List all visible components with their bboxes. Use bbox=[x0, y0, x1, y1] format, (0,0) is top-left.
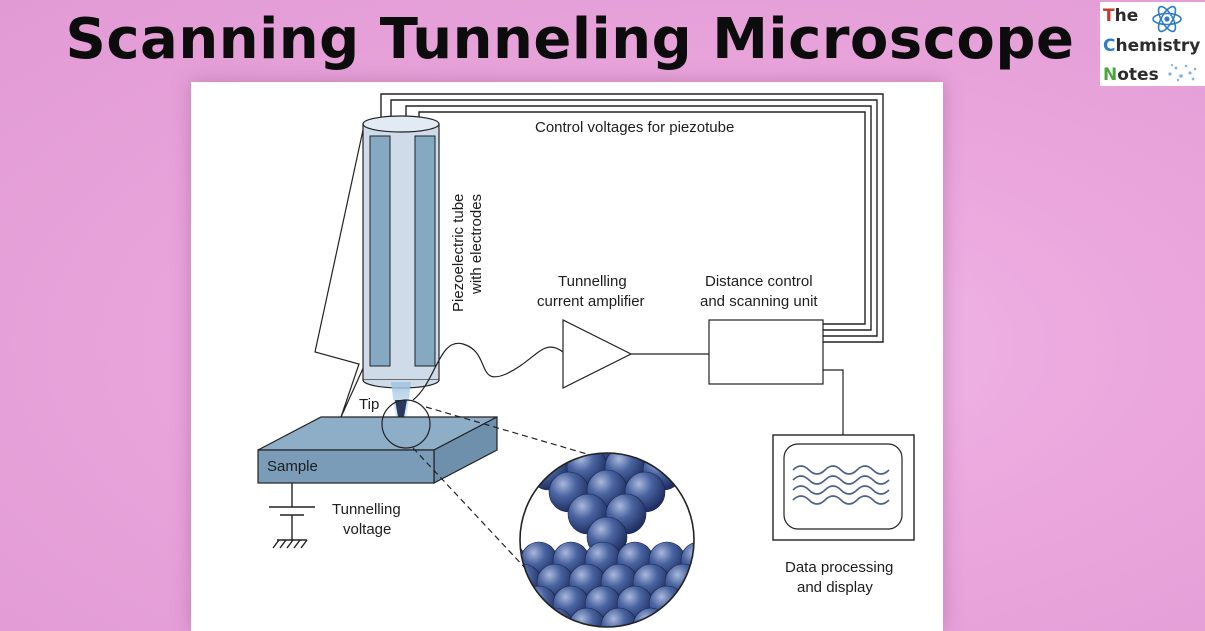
atomic-zoom-view bbox=[519, 452, 695, 628]
display-label-2: and display bbox=[797, 579, 873, 596]
voltage-circuit bbox=[269, 483, 315, 549]
distance-label-2: and scanning unit bbox=[700, 293, 818, 310]
surface-atom bbox=[664, 607, 694, 627]
zoom-lines bbox=[412, 406, 588, 586]
voltage-label-2: voltage bbox=[343, 521, 391, 538]
sample-label: Sample bbox=[267, 458, 318, 475]
piezo-label-1: Piezoelectric tube bbox=[450, 194, 467, 312]
diagram-panel: Control voltages for piezotube Piezoelec… bbox=[191, 82, 943, 631]
molecule-dots-icon bbox=[1168, 63, 1197, 82]
display-monitor bbox=[772, 434, 915, 541]
tip-magnifier bbox=[381, 399, 431, 449]
logo-line-the: The bbox=[1103, 6, 1139, 26]
display-label-1: Data processing bbox=[785, 559, 893, 576]
stm-diagram: Control voltages for piezotube Piezoelec… bbox=[257, 93, 915, 628]
control-voltages-label: Control voltages for piezotube bbox=[535, 119, 734, 136]
surface-atom bbox=[520, 607, 542, 627]
control-to-display-wire bbox=[823, 369, 844, 435]
sample-block bbox=[257, 416, 498, 484]
distance-label-1: Distance control bbox=[705, 273, 813, 290]
current-amplifier bbox=[562, 319, 633, 389]
piezoelectric-tube bbox=[362, 115, 440, 389]
distance-control-unit bbox=[708, 319, 824, 385]
surface-atom bbox=[520, 563, 542, 601]
logo-line-notes: Notes bbox=[1103, 65, 1159, 85]
piezo-label-2: with electrodes bbox=[468, 194, 485, 295]
atom-icon bbox=[1152, 5, 1182, 33]
tip-label: Tip bbox=[359, 396, 379, 413]
surface-atom bbox=[520, 585, 558, 623]
voltage-label-1: Tunnelling bbox=[332, 501, 401, 518]
tip-wire bbox=[412, 342, 564, 401]
page-title: Scanning Tunneling Microscope bbox=[65, 7, 1075, 72]
tip-atom bbox=[662, 453, 694, 468]
logo: The Chemistry Notes bbox=[1100, 2, 1205, 86]
control-wires bbox=[380, 93, 884, 343]
surface-atom bbox=[520, 585, 526, 623]
surface-atom bbox=[680, 585, 694, 623]
amplifier-label-1: Tunnelling bbox=[558, 273, 627, 290]
amplifier-label-2: current amplifier bbox=[537, 293, 645, 310]
logo-line-chemistry: Chemistry bbox=[1103, 36, 1201, 56]
